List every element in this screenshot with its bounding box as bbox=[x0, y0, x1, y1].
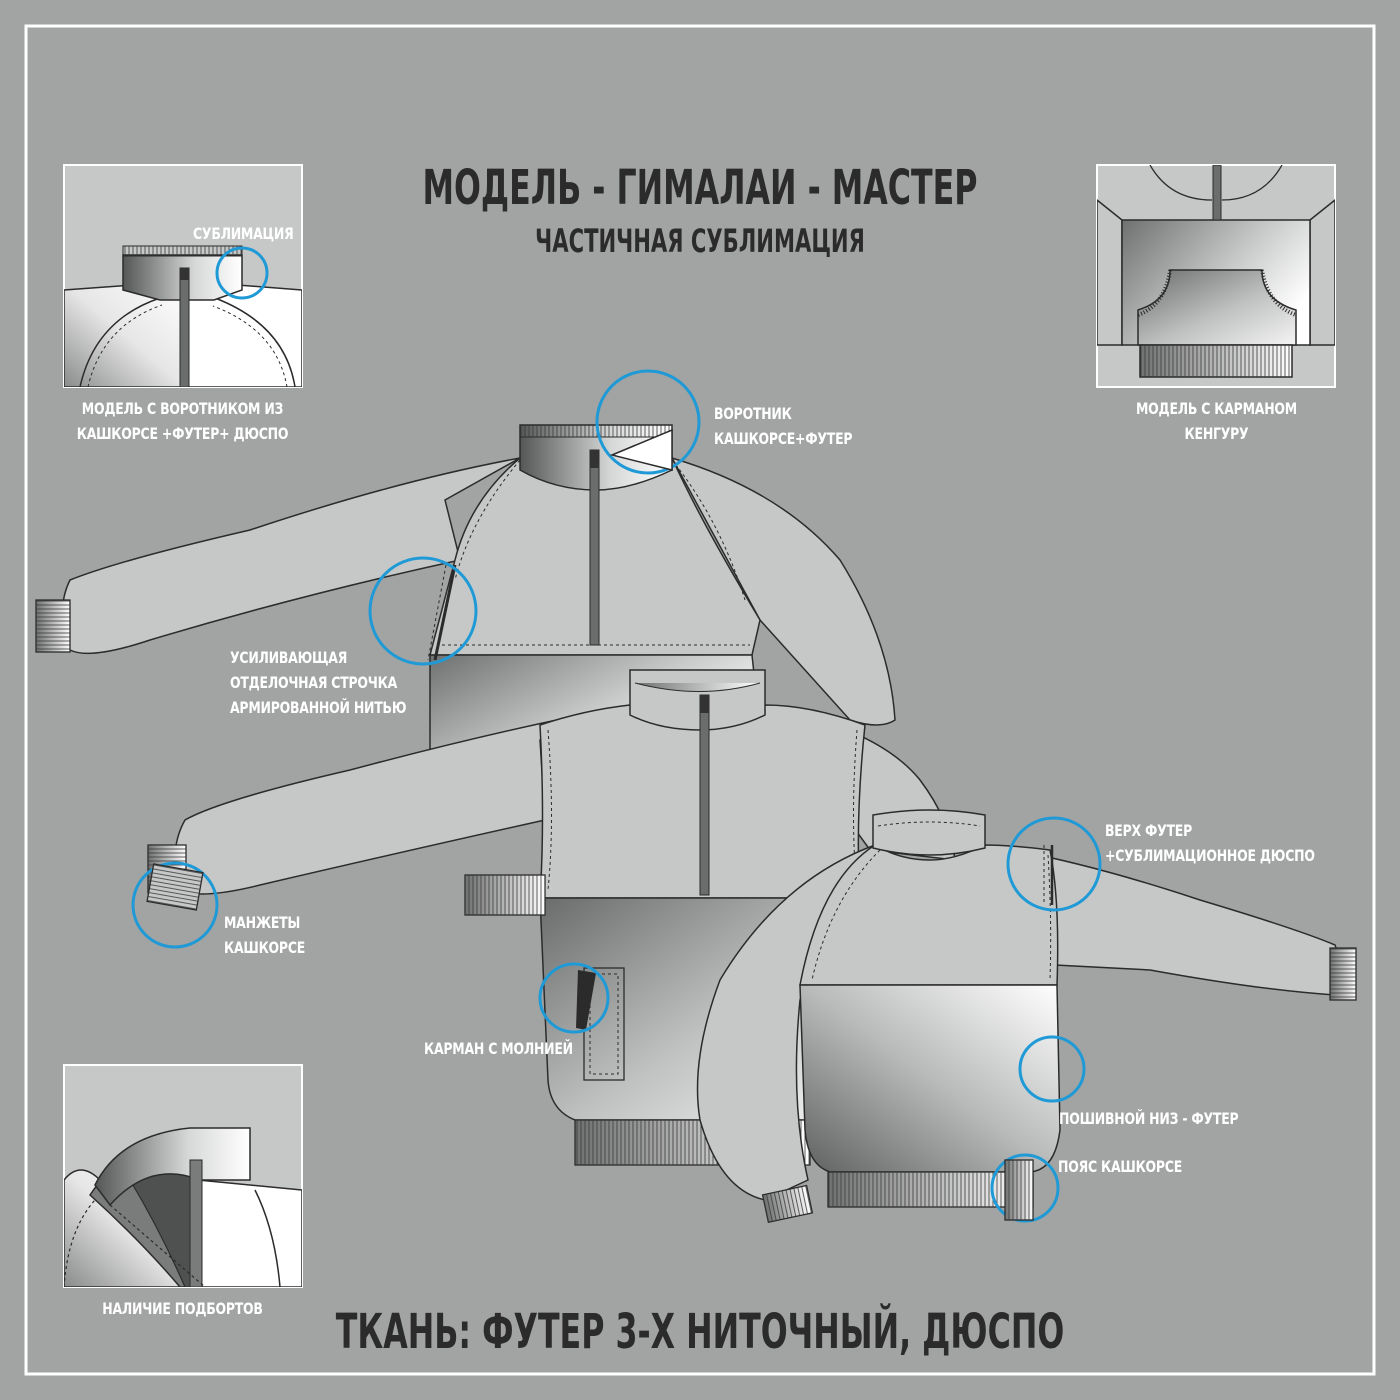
inset-facings bbox=[63, 1064, 303, 1288]
label-collar: ВОРОТНИК КАШКОРСЕ+ФУТЕР bbox=[714, 401, 853, 451]
label-top-line2: +СУБЛИМАЦИОННОЕ ДЮСПО bbox=[1105, 846, 1315, 865]
label-cuffs-line1: МАНЖЕТЫ bbox=[224, 913, 301, 932]
jacket-back-small bbox=[696, 809, 1357, 1224]
inset-kangaroo-caption: МОДЕЛЬ С КАРМАНОМ КЕНГУРУ bbox=[1098, 396, 1336, 446]
label-stitch-line1: УСИЛИВАЮЩАЯ bbox=[230, 648, 348, 667]
label-collar-line2: КАШКОРСЕ+ФУТЕР bbox=[714, 429, 853, 448]
inset-collar bbox=[63, 164, 303, 388]
inset-kangaroo-caption-line2: КЕНГУРУ bbox=[1184, 424, 1249, 443]
label-stitch-line3: АРМИРОВАННОЙ НИТЬЮ bbox=[230, 698, 407, 717]
inset-collar-caption-line1: МОДЕЛЬ С ВОРОТНИКОМ ИЗ bbox=[81, 399, 284, 418]
inset-kangaroo bbox=[1096, 164, 1336, 388]
label-collar-line1: ВОРОТНИК bbox=[714, 404, 792, 423]
label-zip-pocket: КАРМАН С МОЛНИЕЙ bbox=[424, 1039, 573, 1058]
page-title: МОДЕЛЬ - ГИМАЛАИ - МАСТЕР bbox=[422, 160, 978, 216]
label-top-line1: ВЕРХ ФУТЕР bbox=[1105, 821, 1193, 840]
page-subtitle: ЧАСТИЧНАЯ СУБЛИМАЦИЯ bbox=[535, 222, 865, 260]
inset-kangaroo-caption-line1: МОДЕЛЬ С КАРМАНОМ bbox=[1136, 399, 1297, 418]
label-bottom: ПОШИВНОЙ НИЗ - ФУТЕР bbox=[1059, 1109, 1239, 1128]
label-top: ВЕРХ ФУТЕР +СУБЛИМАЦИОННОЕ ДЮСПО bbox=[1105, 818, 1315, 868]
label-stitch: УСИЛИВАЮЩАЯ ОТДЕЛОЧНАЯ СТРОЧКА АРМИРОВАН… bbox=[230, 645, 406, 720]
inset-collar-note: СУБЛИМАЦИЯ bbox=[193, 224, 294, 243]
label-waist: ПОЯС КАШКОРСЕ bbox=[1058, 1157, 1183, 1176]
inset-facings-caption: НАЛИЧИЕ ПОДБОРТОВ bbox=[102, 1299, 263, 1318]
inset-collar-caption-line2: КАШКОРСЕ +ФУТЕР+ ДЮСПО bbox=[76, 424, 289, 443]
fabric-caption: ТКАНЬ: ФУТЕР 3-Х НИТОЧНЫЙ, ДЮСПО bbox=[335, 1304, 1065, 1360]
inset-collar-caption: МОДЕЛЬ С ВОРОТНИКОМ ИЗ КАШКОРСЕ +ФУТЕР+ … bbox=[64, 396, 302, 446]
label-cuffs: МАНЖЕТЫ КАШКОРСЕ bbox=[224, 910, 305, 960]
outer-frame bbox=[24, 24, 1376, 1376]
label-stitch-line2: ОТДЕЛОЧНАЯ СТРОЧКА bbox=[230, 673, 398, 692]
label-cuffs-line2: КАШКОРСЕ bbox=[224, 938, 306, 957]
